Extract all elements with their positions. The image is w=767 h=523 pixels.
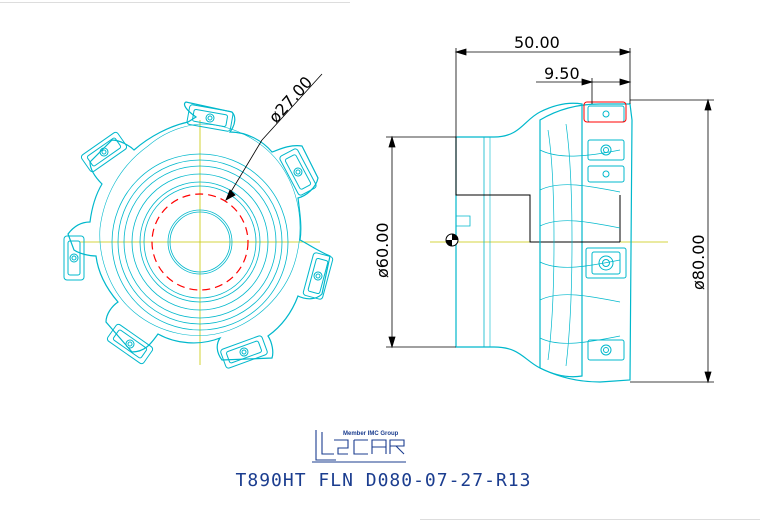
bore-diameter-circle	[151, 193, 249, 291]
dim-insert-offset	[536, 78, 632, 104]
brand-tagline: Member IMC Group	[343, 431, 399, 437]
flute-curves	[539, 123, 621, 367]
insert-bottom-left	[106, 323, 154, 365]
front-centerlines	[80, 120, 320, 365]
bore-profile	[455, 137, 620, 243]
side-insert-2	[587, 139, 625, 161]
product-code-caption: T890HT FLN D080-07-27-R13	[235, 470, 532, 491]
center-mark-icon	[445, 233, 459, 247]
cutter-head-outline	[539, 103, 633, 383]
insert-top	[186, 104, 234, 132]
insert-left	[63, 235, 85, 281]
side-insert-5	[587, 339, 625, 361]
iscar-logo	[312, 430, 406, 463]
side-view: 50.00 9.50 ø60.00 ø80.00	[373, 33, 714, 384]
dim-hub-diameter	[386, 135, 456, 349]
insert-right	[302, 252, 334, 300]
insert-pockets	[63, 104, 334, 369]
bore-dimension-leader	[225, 73, 323, 201]
side-inserts	[585, 105, 627, 361]
page-bottom-edge-line	[420, 519, 760, 520]
insert-highlight-box	[583, 101, 627, 123]
insert-bottom-right	[220, 335, 268, 369]
cutter-body-inner-outline	[99, 123, 301, 336]
cutting-diameter-label: ø80.00	[689, 234, 708, 290]
hub-rings	[111, 153, 289, 331]
hub-outline	[455, 102, 583, 378]
bore-diameter-label: ø27.00	[265, 73, 316, 127]
insert-upper-left	[80, 131, 128, 173]
dim-overall-length	[454, 48, 632, 137]
insert-upper-right	[279, 148, 317, 196]
side-insert-3	[587, 165, 625, 183]
page-top-edge-line	[0, 2, 350, 3]
cutter-body-outline	[67, 101, 331, 361]
hub-diameter-label: ø60.00	[373, 222, 392, 278]
side-insert-4	[585, 247, 627, 279]
front-view: ø27.00	[63, 73, 334, 369]
insert-offset-label: 9.50	[544, 64, 580, 83]
overall-length-label: 50.00	[514, 33, 560, 52]
dim-cutting-diameter	[630, 98, 714, 384]
side-insert-top	[587, 105, 625, 123]
